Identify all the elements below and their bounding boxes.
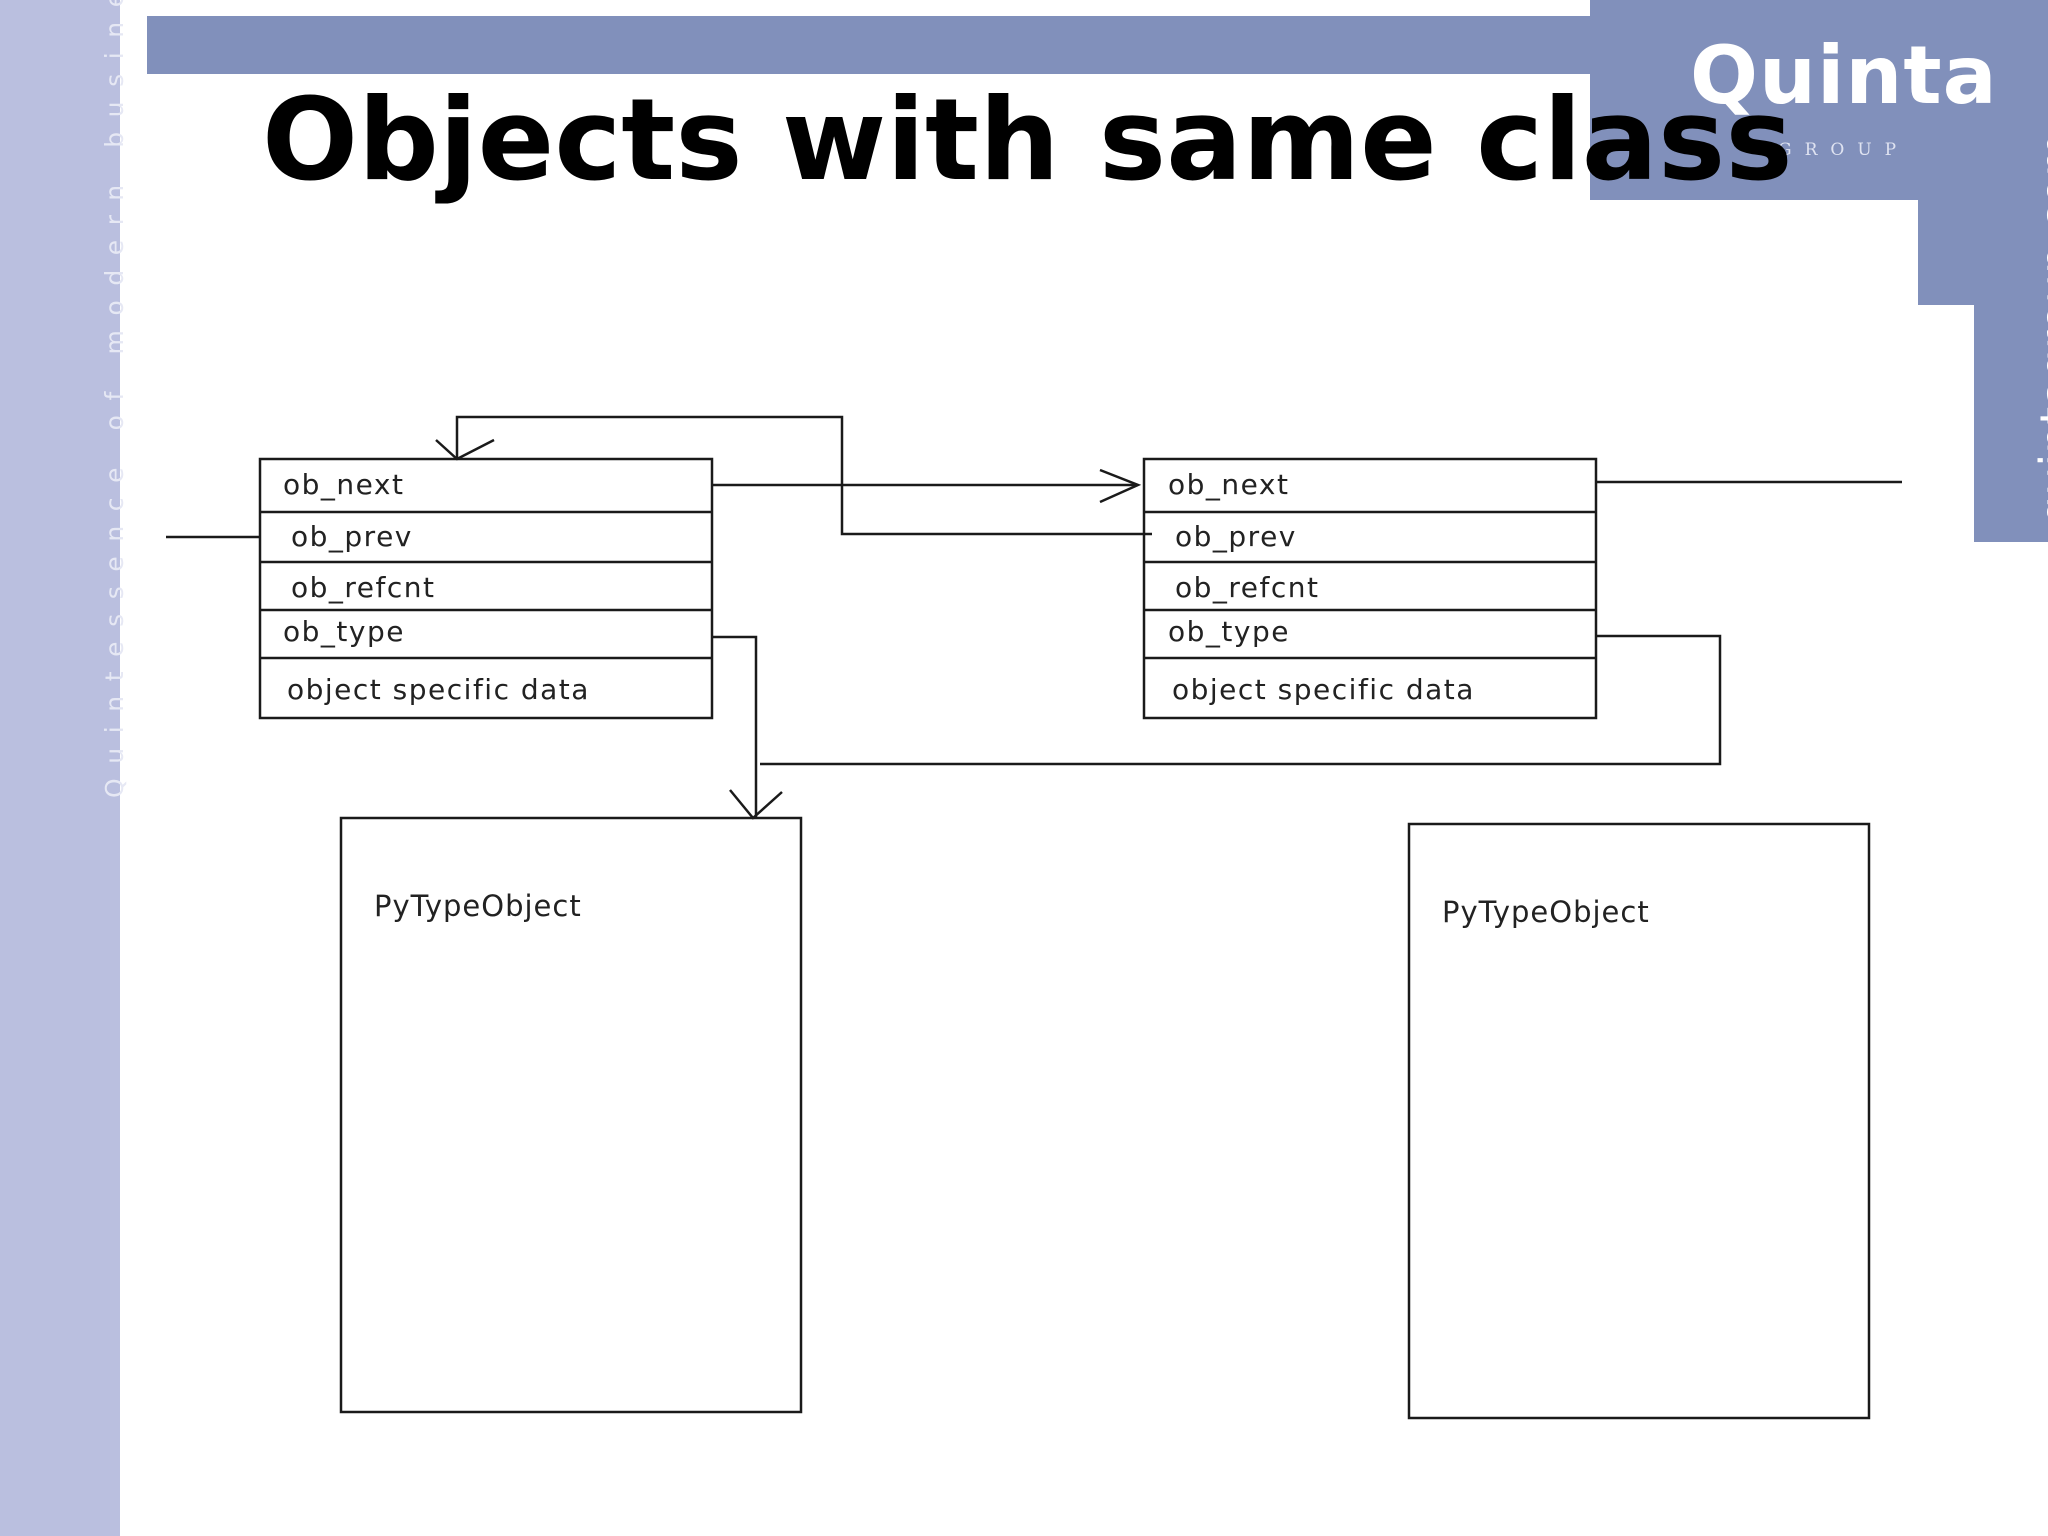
field-label: object specific data	[1172, 673, 1475, 706]
field-label: ob_next	[283, 468, 404, 501]
quinta-logo: Quinta	[1690, 29, 1998, 122]
type-object-label: PyTypeObject	[374, 889, 582, 923]
header-band	[147, 16, 1747, 74]
left-stripe	[0, 0, 120, 1536]
object-box-2	[1142, 457, 1598, 720]
slide-title: Objects with same class	[262, 74, 1793, 206]
next-link-arrow	[712, 468, 1142, 504]
type-link-2	[760, 634, 1722, 766]
field-label: ob_refcnt	[1175, 571, 1320, 604]
type-object-label: PyTypeObject	[1442, 895, 1650, 929]
field-label: ob_type	[1168, 615, 1290, 648]
logo-block	[1590, 0, 1920, 200]
quinta-logo-sub: GROUP	[1778, 140, 1910, 160]
field-label: ob_next	[1168, 468, 1289, 501]
field-label: ob_refcnt	[291, 571, 436, 604]
logo-block	[1974, 0, 2048, 542]
field-label: object specific data	[287, 673, 590, 706]
field-label: ob_type	[283, 615, 405, 648]
prev-link-arrow	[435, 415, 1152, 536]
field-label: ob_prev	[291, 520, 413, 553]
type-object-box-1	[339, 816, 803, 1414]
type-object-box-2	[1407, 822, 1871, 1420]
field-label: ob_prev	[1175, 520, 1297, 553]
type-link-1	[712, 635, 783, 820]
object-box-1	[258, 457, 714, 720]
